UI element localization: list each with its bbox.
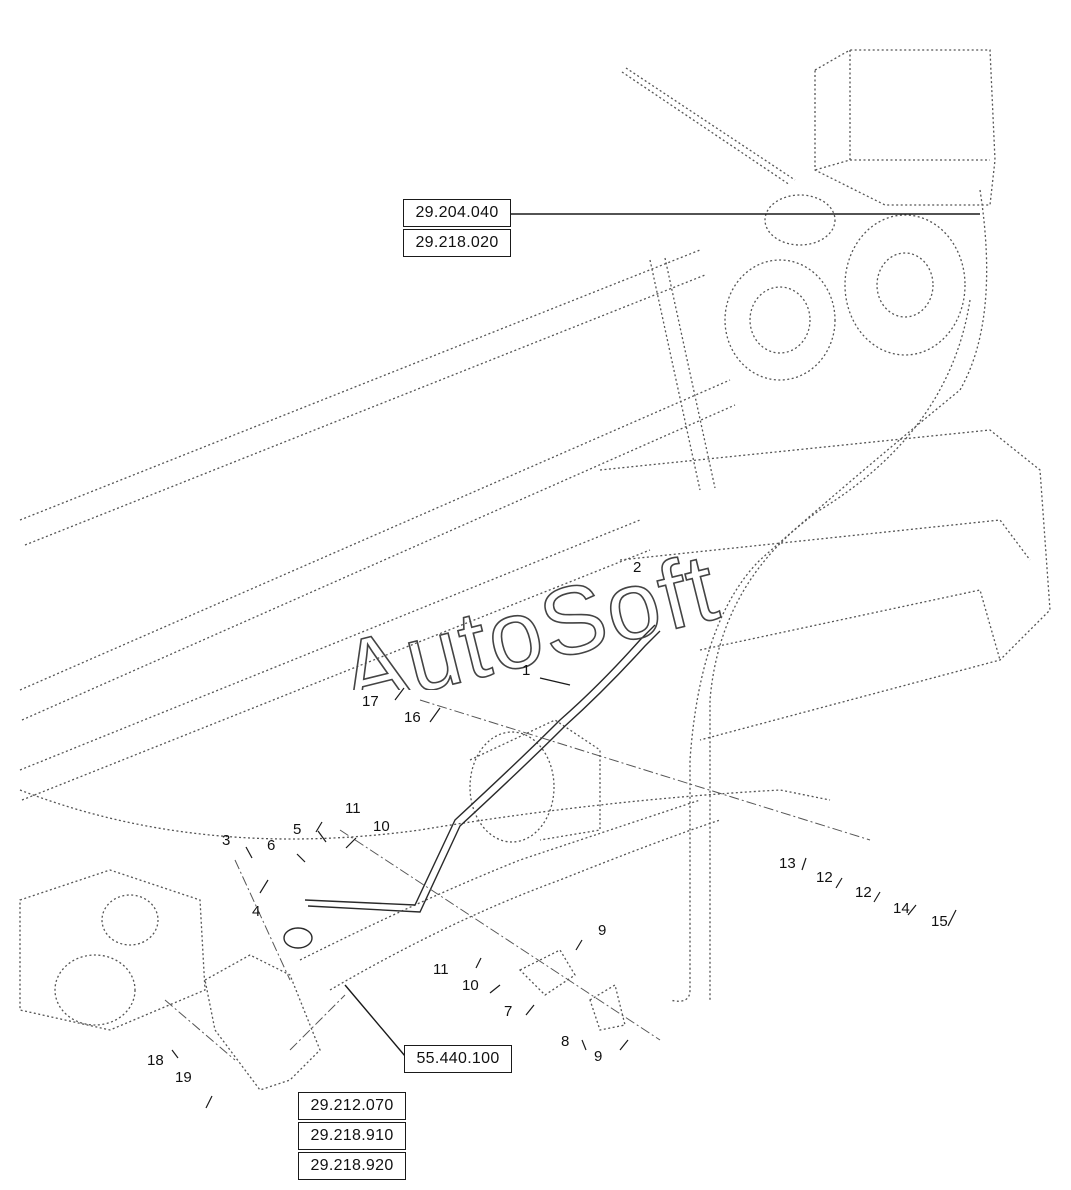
callout-item-9b: 9 xyxy=(594,1048,603,1065)
vertical-post-2 xyxy=(664,257,716,489)
top-rod-2 xyxy=(625,67,796,181)
drum-top xyxy=(764,194,836,246)
callout-item-12b: 12 xyxy=(855,884,872,901)
callout-item-2: 2 xyxy=(633,559,642,576)
callout-item-18: 18 xyxy=(147,1052,164,1069)
left-gearbox xyxy=(19,869,206,1031)
top-rod xyxy=(621,71,791,186)
ref-box-29-218-910[interactable]: 29.218.910 xyxy=(298,1122,406,1150)
frame-rail-mid xyxy=(19,379,731,691)
autosoft-watermark: AutoSoft xyxy=(329,532,729,690)
frame-rail-upper xyxy=(19,249,701,521)
callout-item-10b: 10 xyxy=(462,977,479,994)
callout-item-19: 19 xyxy=(175,1069,192,1086)
axis-line-a xyxy=(419,699,871,841)
ref-box-29-218-920[interactable]: 29.218.920 xyxy=(298,1152,406,1180)
callout-item-8: 8 xyxy=(561,1033,570,1050)
callout-item-11a: 11 xyxy=(345,800,361,817)
frame-lower-skirt xyxy=(19,789,831,840)
hose-right-long-2 xyxy=(709,299,971,1000)
hose-lower-sweep-2 xyxy=(329,819,721,991)
axis-line-d xyxy=(164,999,236,1061)
left-gearbox-ring-2 xyxy=(101,894,159,946)
axis-line-e xyxy=(289,994,346,1051)
frame-rail-upper-2 xyxy=(24,274,706,546)
frame-beam-right-3 xyxy=(699,589,1001,661)
callout-item-11b: 11 xyxy=(433,961,449,978)
hose-right-long xyxy=(669,189,988,1002)
axis-line-b xyxy=(339,829,661,1041)
bracket-7 xyxy=(518,949,576,996)
axis-line-c xyxy=(234,859,291,981)
callout-item-1: 1 xyxy=(522,662,531,679)
leader-item-1 xyxy=(539,677,571,686)
tank-body xyxy=(814,49,996,206)
pump-body xyxy=(204,954,321,1091)
callout-item-9a: 9 xyxy=(598,922,607,939)
left-gearbox-ring xyxy=(54,954,136,1026)
tank-edge xyxy=(814,50,851,171)
vertical-post xyxy=(649,259,701,491)
center-drum-face xyxy=(469,731,555,843)
callout-item-3: 3 xyxy=(222,832,231,849)
callout-item-6: 6 xyxy=(267,837,276,854)
callout-item-13: 13 xyxy=(779,855,796,872)
ref-box-29-204-040[interactable]: 29.204.040 xyxy=(403,199,511,227)
frame-beam-right-2 xyxy=(619,519,1031,561)
callout-item-16: 16 xyxy=(404,709,421,726)
callout-item-10a: 10 xyxy=(373,818,390,835)
center-drum-body xyxy=(469,719,601,841)
callout-item-14: 14 xyxy=(893,900,910,917)
drum-right xyxy=(844,214,966,356)
drum-left-inner xyxy=(749,286,811,354)
drum-right-inner xyxy=(876,252,934,318)
ref-box-55-440-100[interactable]: 55.440.100 xyxy=(404,1045,512,1073)
hydraulic-line-1 xyxy=(304,624,656,906)
callout-item-17: 17 xyxy=(362,693,379,710)
leader-ref-3 xyxy=(344,984,406,1057)
hydraulic-line-1-b xyxy=(307,630,661,913)
frame-rail-lower-2 xyxy=(21,549,651,801)
callout-item-5: 5 xyxy=(293,821,302,838)
hose-lower-sweep xyxy=(299,799,701,961)
plate-8 xyxy=(589,983,626,1031)
ref-box-29-212-070[interactable]: 29.212.070 xyxy=(298,1092,406,1120)
frame-rail-lower xyxy=(19,519,641,771)
ref-box-29-218-020[interactable]: 29.218.020 xyxy=(403,229,511,257)
callout-item-7: 7 xyxy=(504,1003,513,1020)
drum-left xyxy=(724,259,836,381)
frame-rail-mid-2 xyxy=(21,404,736,721)
callout-item-4: 4 xyxy=(252,903,261,920)
callout-item-15: 15 xyxy=(931,913,948,930)
callout-item-12a: 12 xyxy=(816,869,833,886)
o-ring xyxy=(283,927,313,949)
